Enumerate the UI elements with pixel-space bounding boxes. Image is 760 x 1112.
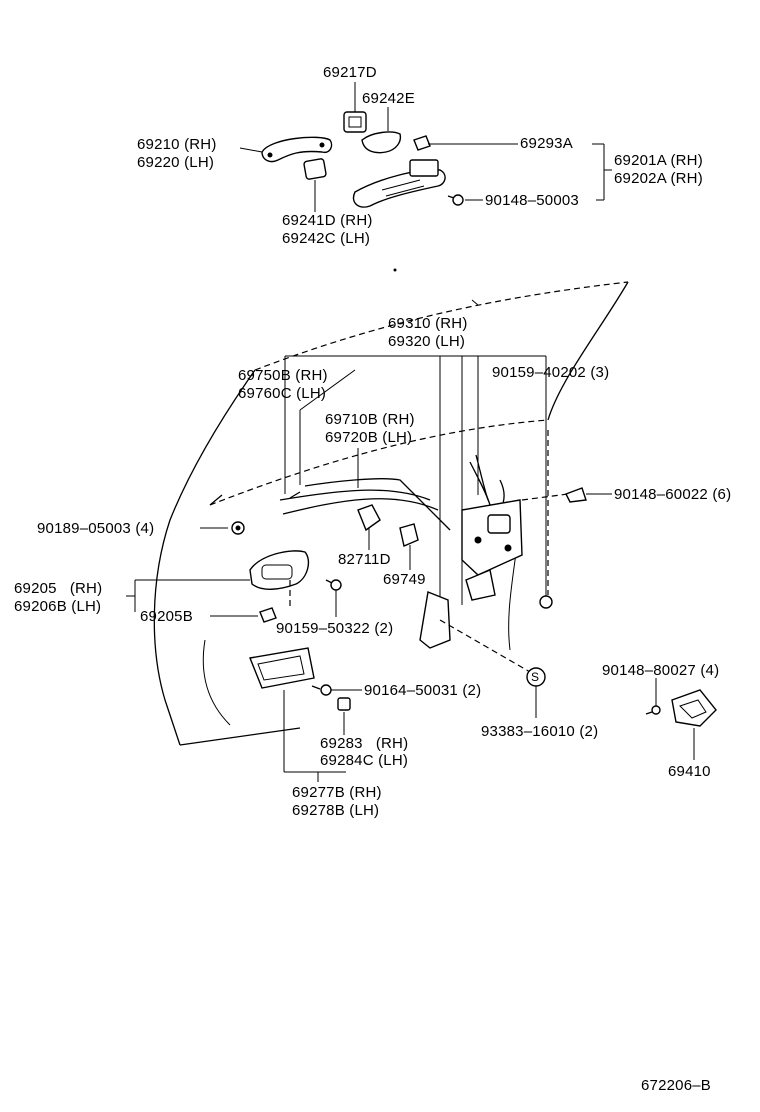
leaders-bezel [283,689,362,782]
inside-handle-69205 [249,550,310,590]
outside-handle-69210 [261,136,333,163]
label-69242C-lh: 69242C (LH) [282,230,371,247]
label-69220-lh: 69220 (LH) [137,154,215,171]
label-69241D-rh: 69241D (RH) [282,212,373,229]
label-69760C-lh: 69760C (LH) [238,385,327,402]
door-striker-69410 [671,689,717,727]
screw-90148-60022 [565,487,587,503]
leaders-lock [200,355,612,605]
label-69277B-rh: 69277B (RH) [292,784,382,801]
label-90164-50031: 90164–50031 (2) [364,682,482,699]
lock-rods [279,430,549,595]
cap-69283 [337,697,351,711]
label-69710B-rh: 69710B (RH) [325,411,415,428]
label-69217D: 69217D [323,64,377,81]
label-69206B-lh: 69206B (LH) [14,598,102,615]
label-90148-80027: 90148–80027 (4) [602,662,720,679]
clip-69749 [399,523,419,547]
label-69283-rh: 69283 (RH) [320,735,409,752]
label-69320-lh: 69320 (LH) [388,333,466,350]
label-90159-40202: 90159–40202 (3) [492,364,610,381]
label-69210-rh: 69210 (RH) [137,136,217,153]
pad-69241D [303,158,327,180]
screw-90148-50003 [447,194,464,206]
inside-handle-bezel-69277B [249,647,315,689]
label-69293A: 69293A [520,135,573,152]
label-69410: 69410 [668,763,711,780]
label-69750B-rh: 69750B (RH) [238,367,328,384]
screw-90189-05003 [231,521,245,535]
label-s-symbol: S [531,670,540,684]
label-69242E: 69242E [362,90,415,107]
label-69284C-lh: 69284C (LH) [320,752,409,769]
gasket-69242E [361,131,402,154]
label-90189-05003: 90189–05003 (4) [37,520,155,537]
leaders-inside-handle [126,579,337,617]
label-69720B-lh: 69720B (LH) [325,429,413,446]
leaders-top [239,82,612,212]
label-82711D: 82711D [338,551,391,568]
screw-90159-50322 [325,579,342,591]
label-69749: 69749 [383,571,426,588]
label-69205-rh: 69205 (RH) [14,580,103,597]
label-90148-60022: 90148–60022 (6) [614,486,732,503]
pad-69217D [343,111,367,133]
label-90159-50322: 90159–50322 (2) [276,620,394,637]
screw-90159-40202 [539,595,553,609]
label-69201A-rh: 69201A (RH) [614,152,703,169]
door-lock-assembly [461,499,523,601]
door-panel-outline [153,281,629,746]
s-symbol-93383-16010 [526,667,546,718]
lock-rod-guide [419,591,531,673]
clip-69205B [259,607,277,623]
clip-69293A [413,135,431,151]
figure-id: 672206–B [641,1077,712,1094]
label-69205B: 69205B [140,608,193,625]
leaders-striker [655,678,695,760]
label-69310-rh: 69310 (RH) [388,315,468,332]
label-69202A-rh: 69202A (RH) [614,170,703,187]
screw-90164-50031 [311,684,332,696]
label-93383-16010: 93383–16010 (2) [481,723,599,740]
outside-handle-69201A [352,159,446,208]
label-90148-50003: 90148–50003 [485,192,579,209]
label-69278B-lh: 69278B (LH) [292,802,380,819]
screw-90148-80027 [645,705,661,715]
clip-82711D [357,504,381,532]
